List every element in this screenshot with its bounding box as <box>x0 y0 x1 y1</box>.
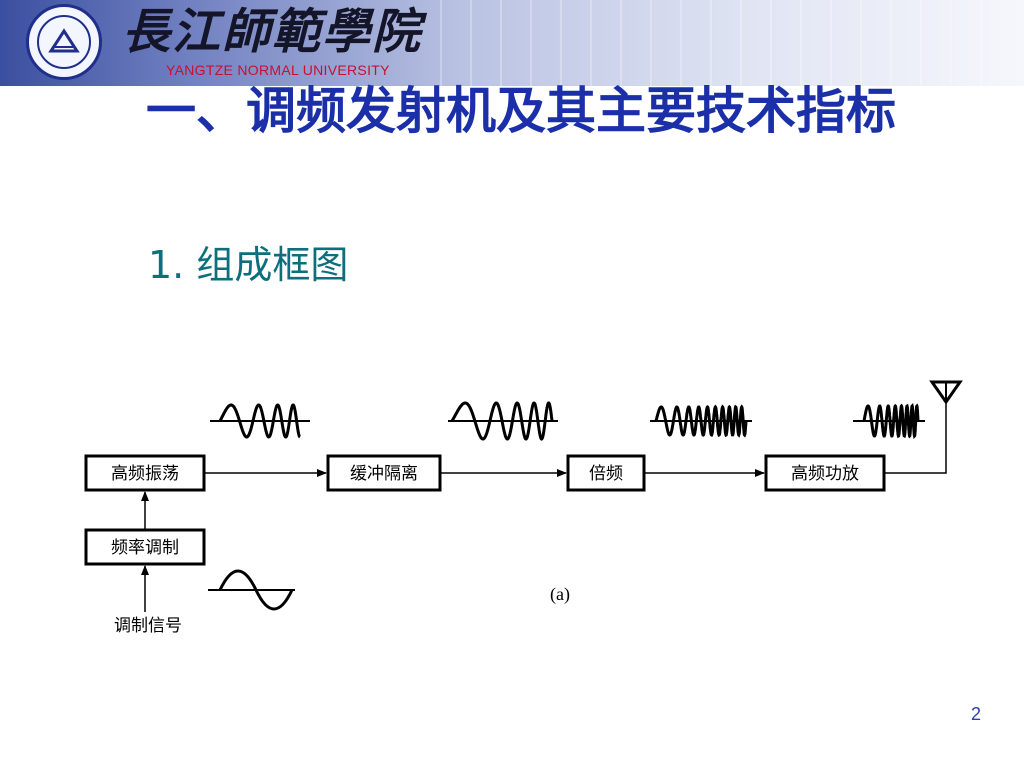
block-buffer-label: 缓冲隔离 <box>350 464 418 484</box>
header-stripe <box>920 0 922 86</box>
block-multiplier: 倍频 <box>566 454 646 492</box>
fm-waveform-oscillator <box>218 403 301 439</box>
header-stripe <box>950 0 952 86</box>
page-number: 2 <box>970 704 981 724</box>
header-stripe <box>560 0 562 86</box>
header-stripe <box>740 0 742 86</box>
header-stripe <box>470 0 472 86</box>
block-buffer: 缓冲隔离 <box>326 454 442 492</box>
block-power-amp: 高频功放 <box>764 454 886 492</box>
block-fm-modulation-label: 频率调制 <box>111 538 179 558</box>
university-logo-en: YANGTZE NORMAL UNIVERSITY <box>166 62 390 78</box>
header-stripe <box>770 0 772 86</box>
header-stripe <box>680 0 682 86</box>
block-power-amp-label: 高频功放 <box>791 464 859 484</box>
block-oscillator: 高频振荡 <box>84 454 206 492</box>
seal-inner-ring <box>37 15 91 69</box>
slide-subtitle: 1. 组成框图 <box>148 243 349 287</box>
header-stripe <box>830 0 832 86</box>
fm-transmitter-block-diagram: 高频振荡 缓冲隔离 倍频 高频功放 频率调制 调制信号 (a) <box>84 380 963 636</box>
block-oscillator-label: 高频振荡 <box>111 464 179 484</box>
header-stripe <box>710 0 712 86</box>
header-stripe <box>620 0 622 86</box>
header-stripe <box>590 0 592 86</box>
modulating-sine-waveform <box>218 569 294 611</box>
header-stripe <box>440 0 442 86</box>
header-stripe <box>980 0 982 86</box>
university-logo-cn: 長江師範學院 <box>122 4 423 60</box>
seal-emblem-icon <box>48 28 80 53</box>
block-multiplier-label: 倍频 <box>589 464 623 484</box>
header-stripe <box>890 0 892 86</box>
header-stripe <box>800 0 802 86</box>
input-signal-label: 调制信号 <box>114 616 182 636</box>
header-stripe <box>500 0 502 86</box>
slide-title: 一、调频发射机及其主要技术指标 <box>146 82 896 140</box>
fm-waveform-buffer <box>450 401 554 441</box>
header-stripe <box>860 0 862 86</box>
figure-caption: (a) <box>550 584 570 605</box>
block-fm-modulation: 频率调制 <box>84 528 206 566</box>
header-stripe <box>650 0 652 86</box>
fm-waveform-multiplier <box>654 404 748 438</box>
header-band <box>0 0 1024 86</box>
antenna-feed-line <box>884 402 947 474</box>
header-stripe <box>530 0 532 86</box>
university-seal-icon <box>26 4 102 80</box>
fm-waveform-power-amp <box>862 402 920 440</box>
